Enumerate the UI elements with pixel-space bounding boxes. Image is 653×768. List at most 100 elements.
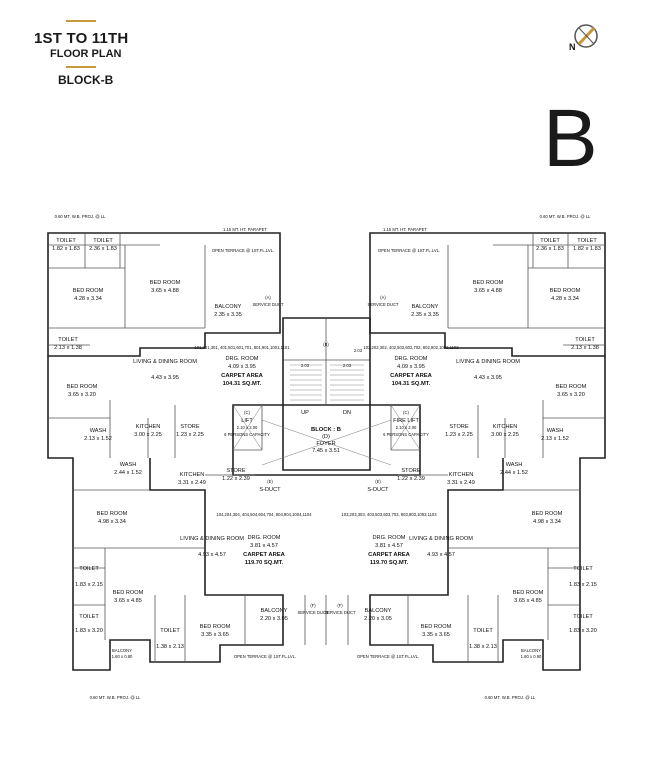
bl-kitchen-size: 3.31 x 2.49	[178, 480, 206, 486]
bl-bedroom3: BED ROOM	[200, 624, 231, 630]
accent-line-bottom	[66, 66, 96, 68]
br-unit-numbers: 103,203,303, 403,503,603,703, 803,903,10…	[341, 512, 437, 517]
tl-unit-numbers: 101,201,301, 401,501,601,701, 801,901,10…	[194, 345, 290, 350]
bl-balcony1: BALCONY	[261, 608, 288, 614]
tl-living-size: 4.43 x 3.95	[151, 375, 179, 381]
tr-toilet3: TOILET	[575, 337, 595, 343]
tl-store-size: 1.23 x 2.25	[176, 432, 204, 438]
stair-dn: DN	[343, 410, 351, 416]
tr-living-size: 4.43 x 3.95	[474, 375, 502, 381]
br-toilet3: TOILET	[473, 628, 493, 634]
br-bedroom1-size: 4.98 x 3.34	[533, 519, 561, 525]
tr-bedroom2: BED ROOM	[550, 288, 581, 294]
open-terrace-br: OPEN TERRACE @ 1ST.FL.LVL.	[357, 654, 419, 659]
stair-dim-c: 2.03	[354, 348, 363, 353]
br-toilet2-size: 1.83 x 3.20	[569, 628, 597, 634]
br-drg-size: 3.81 x 4.57	[375, 543, 403, 549]
tl-kitchen-size: 3.00 x 2.25	[134, 432, 162, 438]
lift-code: (C)	[244, 410, 250, 415]
br-kitchen: KITCHEN	[449, 472, 474, 478]
tr-balcony: BALCONY	[412, 304, 439, 310]
interior-walls	[48, 233, 605, 662]
fire-lift-capacity: 6 PERSONS CAPACITY	[383, 432, 429, 437]
tr-carpet: CARPET AREA	[390, 373, 432, 379]
s-duct-code-r: (E)	[375, 479, 381, 484]
tl-bedroom2: BED ROOM	[73, 288, 104, 294]
tr-toilet2-size: 1.82 x 1.83	[573, 246, 601, 252]
service-duct-f-r: SERVICE DUCT	[324, 610, 356, 615]
br-carpet: CARPET AREA	[368, 552, 410, 558]
accent-line-top	[66, 20, 96, 22]
br-store: STORE	[401, 468, 420, 474]
tl-bedroom3: BED ROOM	[67, 384, 98, 390]
bl-carpet: CARPET AREA	[243, 552, 285, 558]
bl-drg: DRG. ROOM	[248, 535, 281, 541]
block-name: BLOCK-B	[58, 73, 114, 87]
tl-drg: DRG. ROOM	[226, 356, 259, 362]
br-toilet3-size: 1.38 x 2.13	[469, 644, 497, 650]
s-duct-r: S-DUCT	[367, 487, 389, 493]
tl-balcony-size: 2.35 x 3.35	[214, 312, 242, 318]
tr-bedroom1-size: 3.65 x 4.88	[474, 288, 502, 294]
prop-label-tr: 0.60 MT. W.B. PROJ. @ LL	[540, 214, 591, 219]
bl-store-size: 1.22 x 2.39	[222, 476, 250, 482]
bl-bedroom3-size: 3.35 x 3.65	[201, 632, 229, 638]
prop-label-tl: 0.60 MT. W.B. PROJ. @ LL	[55, 214, 106, 219]
fire-lift-name: FIRE LIFT	[393, 418, 419, 424]
tl-carpet-val: 104.31 SQ.MT.	[223, 381, 262, 387]
stair-up: UP	[301, 410, 309, 416]
bl-store: STORE	[226, 468, 245, 474]
tr-carpet-val: 104.31 SQ.MT.	[392, 381, 431, 387]
staircase	[290, 364, 364, 401]
br-bedroom3: BED ROOM	[421, 624, 452, 630]
stair-dim-b: 2.03	[343, 363, 352, 368]
bl-unit-numbers: 104,204,304, 404,504,604,704, 804,904,10…	[216, 512, 312, 517]
tl-toilet1-size: 1.82 x 1.83	[52, 246, 80, 252]
bl-wash: WASH	[120, 462, 137, 468]
tl-toilet2-size: 2.36 x 1.83	[89, 246, 117, 252]
s-duct-code-l: (E)	[267, 479, 273, 484]
open-terrace-tr: OPEN TERRACE @ 1ST.FL.LVL.	[378, 248, 440, 253]
tr-store-size: 1.23 x 2.25	[445, 432, 473, 438]
tl-bedroom1-size: 3.65 x 4.88	[151, 288, 179, 294]
service-duct-r: SERVICE DUCT	[367, 302, 399, 307]
tl-kitchen: KITCHEN	[136, 424, 161, 430]
br-toilet1-size: 1.83 x 2.15	[569, 582, 597, 588]
lift-name: LIFT	[241, 418, 253, 424]
bl-toilet2-size: 1.83 x 3.20	[75, 628, 103, 634]
tr-kitchen-size: 3.00 x 2.25	[491, 432, 519, 438]
tl-toilet1: TOILET	[56, 238, 76, 244]
tr-bedroom3-size: 3.65 x 3.20	[557, 392, 585, 398]
tr-store: STORE	[449, 424, 468, 430]
north-label: N	[569, 42, 576, 52]
bl-wash-size: 2.44 x 1.52	[114, 470, 142, 476]
tr-toilet1: TOILET	[540, 238, 560, 244]
br-toilet2: TOILET	[573, 614, 593, 620]
tr-drg-size: 4.09 x 3.95	[397, 364, 425, 370]
service-duct-f-code-l: (F)	[310, 603, 316, 608]
br-bedroom2-size: 3.65 x 4.85	[514, 598, 542, 604]
tr-bedroom1: BED ROOM	[473, 280, 504, 286]
s-duct-l: S-DUCT	[259, 487, 281, 493]
br-wash: WASH	[506, 462, 523, 468]
tl-wash: WASH	[90, 428, 107, 434]
tr-toilet2: TOILET	[577, 238, 597, 244]
br-kitchen-size: 3.31 x 2.49	[447, 480, 475, 486]
lift-shafts	[232, 404, 421, 466]
br-wash-size: 2.44 x 1.52	[500, 470, 528, 476]
bl-toilet1-size: 1.83 x 2.15	[75, 582, 103, 588]
plan-title: 1ST TO 11TH	[34, 30, 129, 47]
br-living: LIVING & DINING ROOM	[409, 536, 473, 542]
tl-carpet: CARPET AREA	[221, 373, 263, 379]
tl-drg-size: 4.09 x 3.95	[228, 364, 256, 370]
tr-balcony-size: 2.35 x 3.35	[411, 312, 439, 318]
plan-subtitle: FLOOR PLAN	[50, 48, 122, 60]
br-store-size: 1.22 x 2.39	[397, 476, 425, 482]
br-drg: DRG. ROOM	[373, 535, 406, 541]
north-compass-icon: N	[569, 24, 598, 52]
service-duct-f-l: SERVICE DUCT	[297, 610, 329, 615]
bl-kitchen: KITCHEN	[180, 472, 205, 478]
parapet-label-tr: 1.15 MT. HT. PARAPET	[383, 227, 427, 232]
tl-bedroom3-size: 3.65 x 3.20	[68, 392, 96, 398]
service-duct-f-code-r: (F)	[337, 603, 343, 608]
